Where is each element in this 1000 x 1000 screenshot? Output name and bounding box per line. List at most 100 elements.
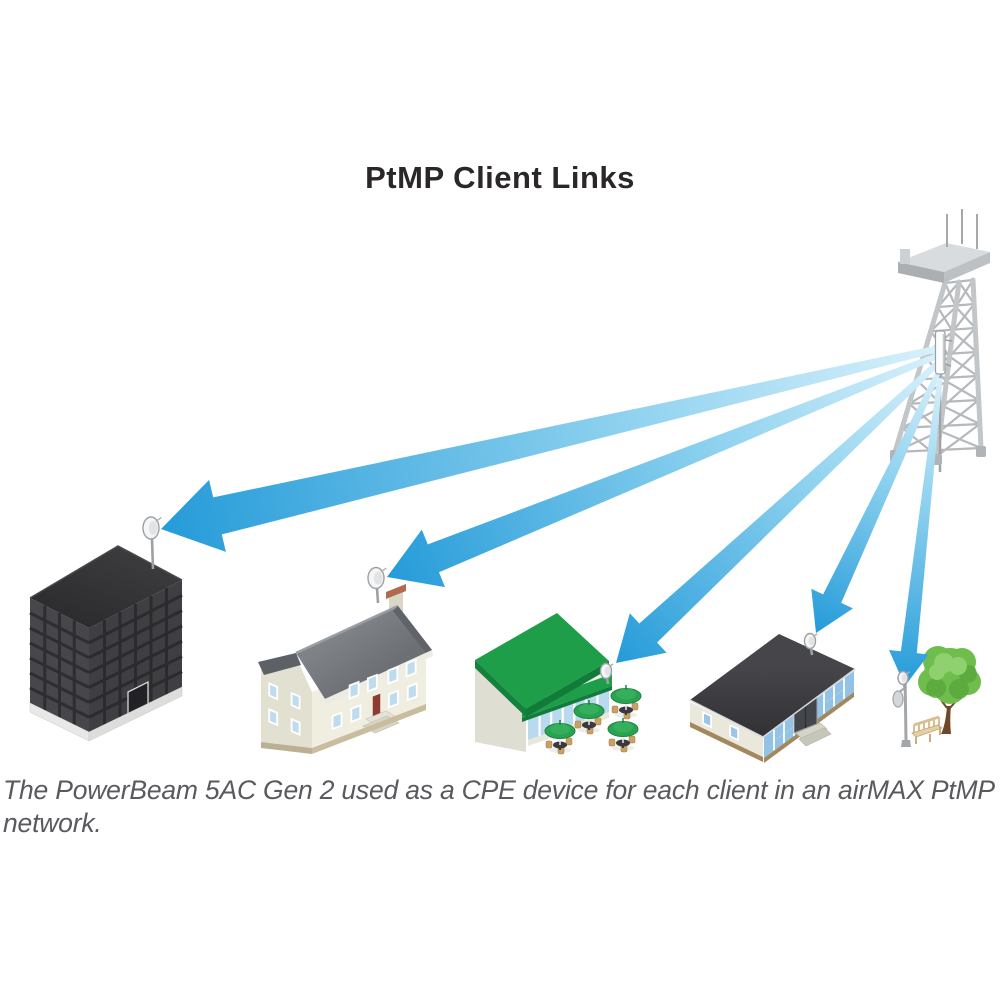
tower-leg	[970, 277, 984, 451]
park-bench	[911, 715, 943, 744]
office-building	[29, 545, 183, 742]
dish-inner	[604, 666, 611, 676]
street-pole-base	[901, 740, 911, 747]
dish-inner	[901, 673, 908, 683]
dish-feed-arm	[380, 567, 387, 573]
tree-trunk	[941, 706, 951, 734]
patio-tables	[544, 685, 642, 755]
commercial-step	[795, 722, 828, 741]
ptmp-beams	[161, 345, 943, 686]
window-grid-lines	[88, 588, 183, 725]
canopy-shade	[949, 679, 969, 699]
patio-chair	[574, 720, 582, 729]
house-base	[312, 704, 426, 754]
dish-feed-arm	[608, 663, 614, 668]
house-window	[366, 673, 378, 693]
house-window	[350, 703, 362, 724]
tree-canopy	[918, 646, 981, 704]
house-chimney-cap	[386, 584, 406, 599]
office-roof-edge	[29, 545, 183, 599]
dish-inner	[373, 571, 383, 585]
office-roof	[30, 546, 182, 628]
cafe-awning-lip	[522, 686, 612, 722]
office-window-grid	[29, 588, 183, 725]
umbrella-top	[579, 703, 599, 715]
house-window	[331, 711, 343, 731]
commercial-roof	[690, 634, 855, 737]
house-window	[387, 689, 399, 709]
umbrella-top	[613, 721, 633, 733]
cpe-dish-house	[367, 566, 387, 604]
house-gable-window	[268, 708, 279, 727]
tree	[918, 646, 981, 734]
street-pole-park	[892, 646, 981, 747]
cafe-with-patio	[475, 613, 642, 755]
dish-inner	[148, 521, 158, 535]
diagram-title: PtMP Client Links	[365, 160, 635, 195]
patio-chair	[611, 705, 619, 714]
house-gable-window	[290, 717, 301, 736]
cpe-dish-street-pole	[897, 670, 910, 690]
patio-chair	[608, 738, 616, 747]
beam-to-house	[387, 353, 939, 588]
tower-platform-side	[944, 252, 990, 283]
canopy-highlight	[929, 664, 945, 680]
house-roof-right-edge	[393, 606, 432, 653]
tower-equipment-box	[900, 249, 910, 264]
tower-foot	[976, 446, 986, 457]
office-plinth	[88, 686, 183, 742]
house-gable-window	[290, 691, 301, 710]
sector-antenna	[934, 330, 953, 375]
patio-chair	[628, 735, 636, 744]
house-roof	[296, 606, 432, 699]
beam-to-street-pole	[889, 377, 943, 686]
dish-feed-arm	[155, 516, 162, 522]
window-grid-lines	[29, 605, 90, 725]
canopy-shade	[926, 678, 946, 698]
cpe-dishes	[142, 516, 910, 690]
bench-back-rail	[913, 715, 940, 727]
lamp-luminaire	[892, 690, 904, 708]
house-roof-left-slope	[258, 653, 301, 675]
cafe-roof-edge	[526, 661, 609, 717]
patio-chair	[565, 737, 573, 746]
commercial-roof-trim	[689, 668, 856, 738]
caption: The PowerBeam 5AC Gen 2 used as a CPE de…	[3, 774, 995, 840]
commercial-side-windows	[702, 710, 739, 742]
dish-mount-pole	[375, 587, 380, 604]
sector-antenna-panel	[934, 330, 946, 375]
house-windows	[268, 658, 418, 736]
patio-chair	[594, 717, 602, 726]
bench-seat	[911, 724, 943, 738]
house-window	[405, 658, 417, 678]
cpe-dish-commercial-building	[803, 632, 818, 656]
glass-sheen	[822, 686, 849, 705]
canopy-highlight	[949, 657, 967, 675]
commercial-base	[690, 722, 763, 762]
patio-table-set	[573, 700, 605, 735]
house-roof-ridge	[295, 604, 399, 655]
caption-line2: network.	[3, 808, 102, 838]
cpe-dish-cafe	[599, 662, 614, 685]
two-story-house	[258, 584, 433, 754]
cpe-dish-office-building	[142, 516, 162, 570]
commercial-building	[689, 634, 856, 763]
sector-antenna-mount	[944, 363, 952, 367]
house-window	[348, 680, 360, 700]
tower-platform-front	[898, 262, 944, 283]
tower-platform-top	[898, 243, 990, 272]
patio-table-set	[610, 685, 642, 720]
cafe-awning	[522, 674, 612, 718]
commercial-window	[702, 710, 712, 729]
umbrella-top	[550, 723, 570, 735]
dish-feed-arm	[812, 633, 818, 638]
beam-to-office-building	[161, 345, 938, 552]
cafe-wall-left	[475, 666, 526, 752]
house-window	[406, 682, 418, 702]
caption-line1: The PowerBeam 5AC Gen 2 used as a CPE de…	[3, 775, 995, 805]
dish-mount-pole	[150, 538, 155, 570]
dish-feed-arm	[905, 671, 910, 675]
commercial-window	[729, 723, 739, 742]
